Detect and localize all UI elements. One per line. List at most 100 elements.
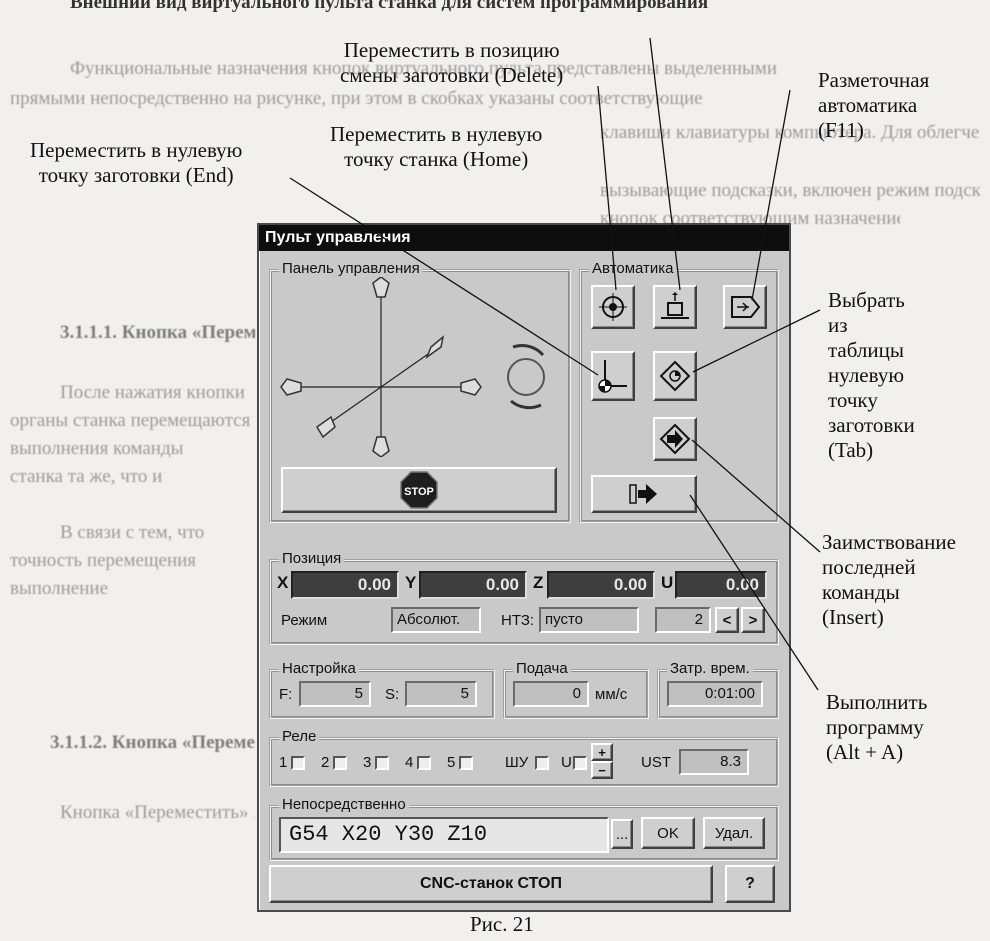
settings-group: Настройка F: 5 S: 5 bbox=[269, 660, 495, 719]
browse-button[interactable]: ... bbox=[611, 819, 633, 849]
bg-mid-2: органы станка перемещаются bbox=[10, 410, 251, 431]
feed-group: Подача 0 мм/с bbox=[503, 660, 649, 719]
delete-button[interactable]: Удал. bbox=[703, 817, 765, 849]
s-label: S: bbox=[385, 686, 400, 703]
bg-mid-1: После нажатия кнопки bbox=[60, 382, 245, 403]
bg-paragraph-4: вызывающие подсказки, включен режим подс… bbox=[600, 180, 980, 201]
relay-2-label: 2 bbox=[321, 754, 330, 771]
diamond-arrow-icon bbox=[659, 423, 691, 455]
axis-x-value: 0.00 bbox=[291, 571, 399, 599]
axis-y-label: Y bbox=[405, 573, 417, 592]
figure-caption: Рис. 21 bbox=[470, 912, 534, 936]
settings-caption: Настройка bbox=[279, 660, 359, 678]
jog-axes-icon[interactable] bbox=[271, 277, 569, 457]
ust-field[interactable]: 8.3 bbox=[679, 749, 749, 775]
annotation-run-program: Выполнить программу (Alt + A) bbox=[826, 690, 928, 764]
bg-paragraph-2: прямыми непосредственно на рисунке, при … bbox=[10, 88, 703, 109]
diamond-target-icon bbox=[659, 360, 691, 392]
control-panel-window: Пульт управления Панель управления STOP bbox=[257, 223, 791, 912]
relay-5-label: 5 bbox=[447, 754, 456, 771]
annotation-layout-auto: Разметочная автоматика (F11) bbox=[818, 68, 930, 142]
control-panel-group: Панель управления STOP bbox=[269, 260, 571, 523]
feed-caption: Подача bbox=[513, 660, 571, 678]
u-minus-button[interactable]: − bbox=[591, 761, 613, 779]
axis-z-value: 0.00 bbox=[547, 571, 655, 599]
change-position-icon bbox=[661, 292, 689, 319]
bg-mid-7: выполнение bbox=[10, 578, 109, 599]
annotation-move-change: Переместить в позицию смены заготовки (D… bbox=[340, 38, 564, 87]
zero-number-field[interactable]: 2 bbox=[655, 607, 711, 633]
u-plus-button[interactable]: + bbox=[591, 743, 613, 761]
layout-automatics-button[interactable] bbox=[723, 285, 767, 329]
help-button[interactable]: ? bbox=[725, 865, 775, 903]
relay-caption: Реле bbox=[279, 728, 320, 746]
relay-u-checkbox[interactable] bbox=[573, 756, 587, 770]
stop-button[interactable]: STOP bbox=[281, 467, 557, 513]
relay-3-label: 3 bbox=[363, 754, 372, 771]
control-panel-caption: Панель управления bbox=[279, 260, 423, 278]
stop-sign-icon: STOP bbox=[400, 471, 438, 509]
svg-text:STOP: STOP bbox=[404, 486, 434, 498]
position-caption: Позиция bbox=[279, 550, 345, 568]
s-field[interactable]: 5 bbox=[405, 681, 477, 707]
prev-zero-button[interactable]: < bbox=[715, 607, 739, 633]
bg-bottom: Кнопка «Переместить» ...G77. После нажат… bbox=[60, 802, 255, 823]
cnc-stop-button[interactable]: CNC-станок СТОП bbox=[269, 865, 713, 903]
ntz-field[interactable]: пусто bbox=[539, 607, 639, 633]
mode-label: Режим bbox=[281, 612, 328, 629]
move-zero-machine-button[interactable] bbox=[591, 351, 635, 401]
annotation-move-zero-machine: Переместить в нулевую точку станка (Home… bbox=[330, 122, 543, 171]
borrow-last-command-button[interactable] bbox=[653, 417, 697, 461]
bg-paragraph-1: Функциональные назначения кнопок виртуал… bbox=[70, 58, 778, 79]
bg-mid-4: станка та же, что и bbox=[10, 466, 163, 487]
time-group: Затр. врем. 0:01:00 bbox=[657, 660, 779, 719]
relay-4-checkbox[interactable] bbox=[417, 756, 431, 770]
relay-4-label: 4 bbox=[405, 754, 414, 771]
run-program-button[interactable] bbox=[591, 475, 697, 513]
select-zero-table-button[interactable] bbox=[653, 351, 697, 401]
layout-auto-icon bbox=[731, 296, 761, 318]
relay-shu-label: ШУ bbox=[505, 754, 529, 771]
relay-5-checkbox[interactable] bbox=[459, 756, 473, 770]
bg-mid-5: В связи с тем, что bbox=[60, 522, 205, 543]
relay-1-label: 1 bbox=[279, 754, 288, 771]
annotation-move-zero-part: Переместить в нулевую точку заготовки (E… bbox=[30, 138, 243, 187]
axis-u-label: U bbox=[661, 573, 674, 592]
ntz-label: НТЗ: bbox=[501, 612, 535, 629]
heading-2: 3.1.1.2. Кнопка «Переместить bbox=[50, 732, 255, 753]
move-change-position-button[interactable] bbox=[653, 285, 697, 329]
automatics-caption: Автоматика bbox=[589, 260, 677, 278]
relay-u-label: U bbox=[561, 754, 572, 771]
direct-group: Непосредственно G54 X20 Y30 Z10 ... OK У… bbox=[269, 796, 779, 861]
bg-mid-6: точность перемещения bbox=[10, 550, 197, 571]
f-label: F: bbox=[279, 686, 293, 703]
window-title: Пульт управления bbox=[259, 225, 789, 251]
automatics-group: Автоматика bbox=[579, 260, 779, 523]
position-group: Позиция X 0.00 Y 0.00 Z 0.00 U 0.00 Режи… bbox=[269, 550, 779, 645]
move-zero-part-button[interactable] bbox=[591, 285, 635, 329]
axis-y-value: 0.00 bbox=[419, 571, 527, 599]
direct-caption: Непосредственно bbox=[279, 796, 409, 814]
axis-x-label: X bbox=[277, 573, 289, 592]
relay-shu-checkbox[interactable] bbox=[535, 756, 549, 770]
time-field: 0:01:00 bbox=[667, 681, 763, 707]
next-zero-button[interactable]: > bbox=[741, 607, 765, 633]
axis-z-label: Z bbox=[533, 573, 544, 592]
feed-field[interactable]: 0 bbox=[513, 681, 589, 707]
relay-1-checkbox[interactable] bbox=[291, 756, 305, 770]
ok-button[interactable]: OK bbox=[641, 817, 695, 849]
relay-3-checkbox[interactable] bbox=[375, 756, 389, 770]
heading-1: 3.1.1.1. Кнопка «Переместить в нулевую т… bbox=[60, 322, 255, 343]
mode-field[interactable]: Абсолют. bbox=[391, 607, 481, 633]
annotation-borrow-last: Заимствование последней команды (Insert) bbox=[822, 530, 956, 629]
f-field[interactable]: 5 bbox=[299, 681, 371, 707]
zero-machine-icon bbox=[598, 360, 627, 393]
time-caption: Затр. врем. bbox=[667, 660, 753, 678]
bg-mid-3: выполнения команды bbox=[10, 438, 184, 459]
annotation-select-zero: Выбрать из таблицы нулевую точку заготов… bbox=[828, 288, 915, 462]
direct-command-input[interactable]: G54 X20 Y30 Z10 bbox=[279, 817, 609, 853]
target-icon bbox=[599, 293, 627, 321]
relay-group: Реле 1 2 3 4 5 ШУ U + − UST 8.3 bbox=[269, 728, 779, 787]
feed-unit: мм/с bbox=[595, 686, 628, 703]
relay-2-checkbox[interactable] bbox=[333, 756, 347, 770]
